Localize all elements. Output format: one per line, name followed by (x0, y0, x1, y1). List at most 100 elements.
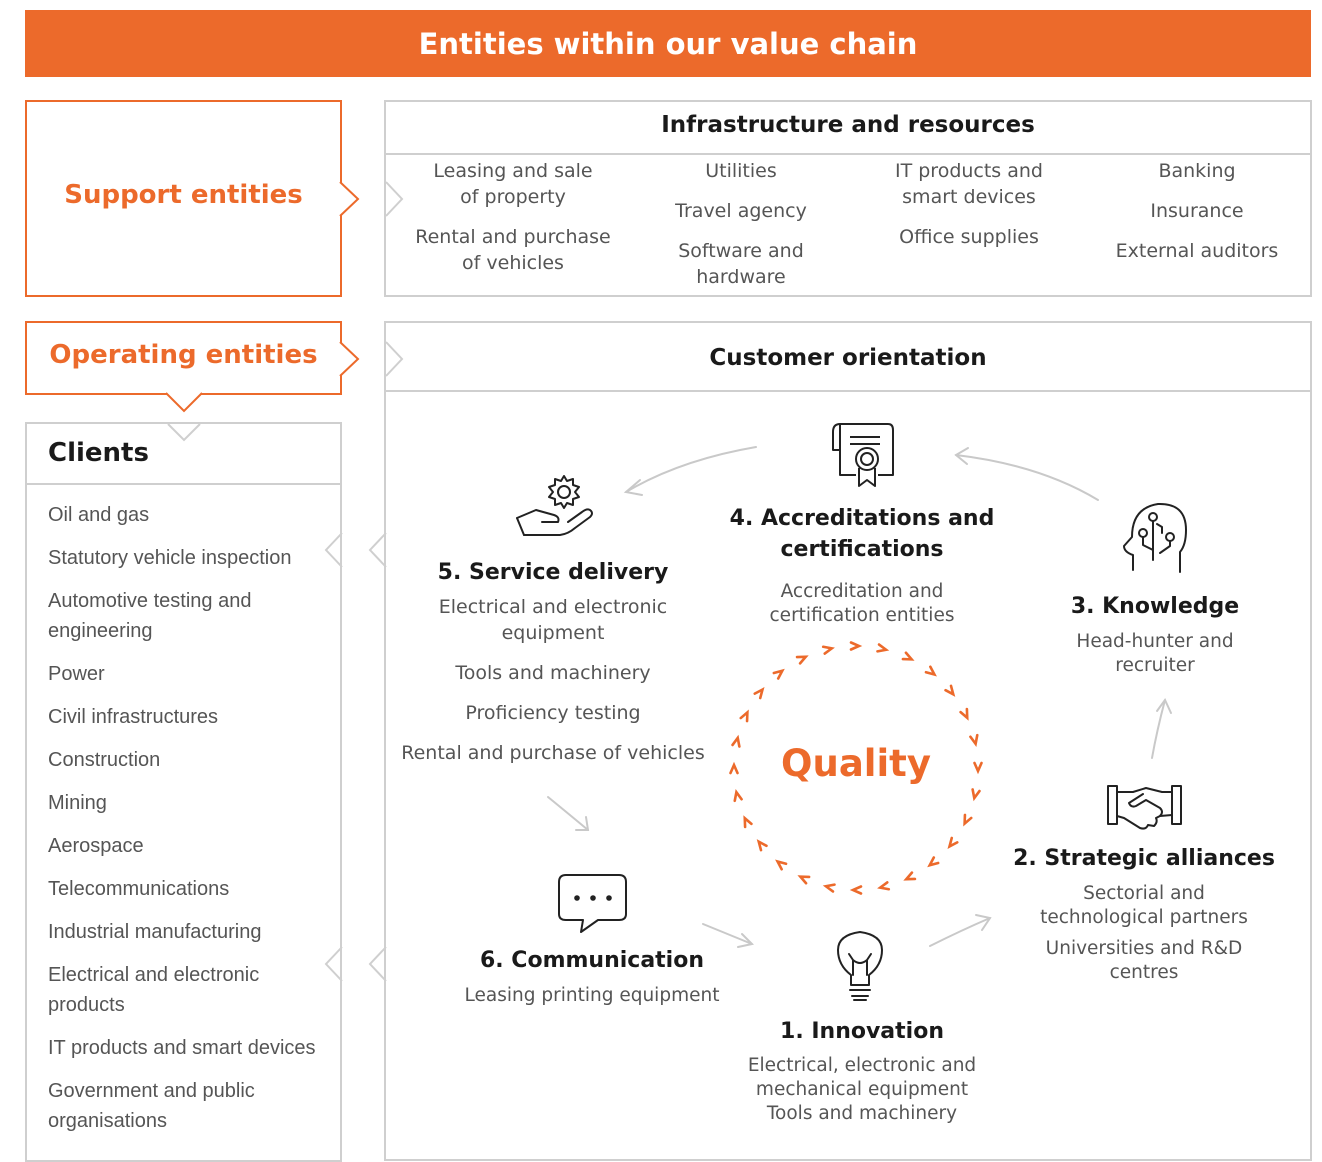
infrastructure-divider (384, 153, 1312, 155)
step-innovation-title: 1. Innovation (780, 1019, 944, 1044)
clients-divider (25, 483, 342, 485)
client-item: Telecommunications (48, 878, 230, 900)
client-item: IT products and smart devices (48, 1037, 316, 1059)
infra-column-4: Banking Insurance External auditors (1084, 158, 1310, 264)
quality-ring-tick (739, 709, 749, 723)
step-accreditations-text: Accreditation and certification entities (769, 581, 955, 626)
support-pointer (339, 181, 360, 217)
quality-ring-tick (924, 665, 937, 677)
quality-ring-tick (795, 655, 809, 665)
operating-entities-label: Operating entities (49, 340, 318, 370)
infra-column-3: IT products and smart devices Office sup… (856, 158, 1082, 250)
quality-ring-tick (959, 707, 969, 721)
quality-ring-tick (903, 871, 917, 881)
step-communication-title: 6. Communication (479, 948, 705, 973)
cycle-arrows (547, 446, 1172, 948)
quality-ring-tick (963, 813, 973, 827)
infra-item: Banking (1158, 160, 1236, 182)
operating-pointer-right (339, 341, 360, 377)
client-item: Government and public organisations (48, 1080, 255, 1132)
service-item: Electrical and electronic equipment (438, 596, 668, 644)
step-knowledge-title: 3. Knowledge (1070, 594, 1240, 619)
quality-ring-tick (947, 836, 959, 849)
step-service-title: 5. Service delivery (437, 560, 669, 585)
support-entities-label: Support entities (64, 180, 303, 210)
quality-ring-tick (971, 788, 981, 802)
client-item: Mining (48, 792, 107, 814)
client-item: Statutory vehicle inspection (48, 547, 292, 569)
infra-item: Utilities (705, 160, 777, 182)
clients-list: Oil and gas Statutory vehicle inspection… (48, 500, 338, 1136)
gear-hand-icon (516, 475, 593, 536)
step-alliances-text-2: Universities and R&D centres (1045, 938, 1243, 983)
step-knowledge-text: Head-hunter and recruiter (1076, 631, 1234, 676)
client-item: Power (48, 663, 105, 685)
quality-ring-tick (877, 881, 891, 891)
infra-item: Software and hardware (678, 240, 804, 288)
infrastructure-header: Infrastructure and resources (661, 112, 1035, 138)
infra-item: Rental and purchase of vehicles (415, 226, 611, 274)
service-item: Rental and purchase of vehicles (401, 742, 705, 764)
infra-column-2: Utilities Travel agency Software and har… (628, 158, 854, 290)
infra-item: External auditors (1115, 240, 1279, 262)
quality-ring-tick (973, 761, 983, 775)
quality-ring-tick (901, 651, 915, 661)
quality-ring-tick (743, 815, 753, 829)
quality-ring (729, 641, 983, 895)
step-innovation-text: Electrical, electronic and mechanical eq… (747, 1055, 977, 1124)
quality-ring-tick (876, 643, 890, 653)
client-item: Industrial manufacturing (48, 921, 262, 943)
infra-item: Travel agency (675, 200, 807, 222)
operating-pointer-down (165, 392, 203, 442)
brain-circuit-icon (1123, 502, 1187, 573)
step-accreditations-title: 4. Accreditations and certifications (729, 506, 995, 562)
arrow-4-to-5 (625, 446, 757, 493)
infrastructure-box (384, 100, 1312, 297)
quality-ring-tick (753, 687, 765, 700)
client-item: Aerospace (48, 835, 144, 857)
quality-ring-tick (731, 734, 741, 748)
client-item: Electrical and electronic products (48, 964, 260, 1016)
client-item: Automotive testing and engineering (48, 590, 252, 642)
step-communication-text: Leasing printing equipment (464, 985, 720, 1006)
infra-item: Office supplies (899, 226, 1039, 248)
quality-ring-tick (756, 839, 768, 852)
quality-ring-tick (849, 641, 863, 651)
clients-title: Clients (48, 438, 149, 468)
infra-column-1: Leasing and sale of property Rental and … (400, 158, 626, 276)
step-alliances-title: 2. Strategic alliances (1013, 846, 1275, 871)
infra-item: Insurance (1150, 200, 1244, 222)
lightbulb-icon (837, 931, 883, 1001)
client-item: Oil and gas (48, 504, 150, 526)
quality-ring-tick (775, 859, 788, 871)
infra-item: IT products and smart devices (894, 160, 1043, 208)
service-item: Tools and machinery (455, 662, 651, 684)
customer-orientation-divider (384, 390, 1312, 392)
arrow-3-to-4 (955, 454, 1099, 501)
arrow-5-to-6 (547, 796, 589, 831)
arrow-2-to-3 (1151, 699, 1166, 759)
page-title: Entities within our value chain (25, 10, 1311, 77)
quality-label: Quality (781, 742, 931, 785)
quality-ring-tick (797, 875, 811, 885)
step-service-list: Electrical and electronic equipment Tool… (398, 594, 708, 766)
handshake-icon (1107, 785, 1182, 830)
service-item: Proficiency testing (465, 702, 641, 724)
quality-ring-tick (822, 883, 836, 893)
quality-ring-tick (849, 885, 863, 895)
quality-ring-tick (772, 668, 785, 680)
step-alliances-text: Sectorial and technological partners (1040, 883, 1248, 928)
arrow-1-to-2 (929, 917, 991, 947)
arrow-6-to-1 (702, 923, 753, 945)
certificate-icon (832, 423, 894, 487)
client-item: Civil infrastructures (48, 706, 219, 728)
speech-bubble-icon (558, 874, 627, 933)
quality-ring-tick (821, 645, 835, 655)
customer-orientation-header: Customer orientation (709, 345, 987, 371)
grey-chevrons (324, 181, 404, 982)
infra-item: Leasing and sale of property (433, 160, 593, 208)
quality-ring-tick (729, 761, 739, 775)
quality-ring-tick (733, 789, 743, 803)
quality-ring-tick (927, 856, 940, 868)
